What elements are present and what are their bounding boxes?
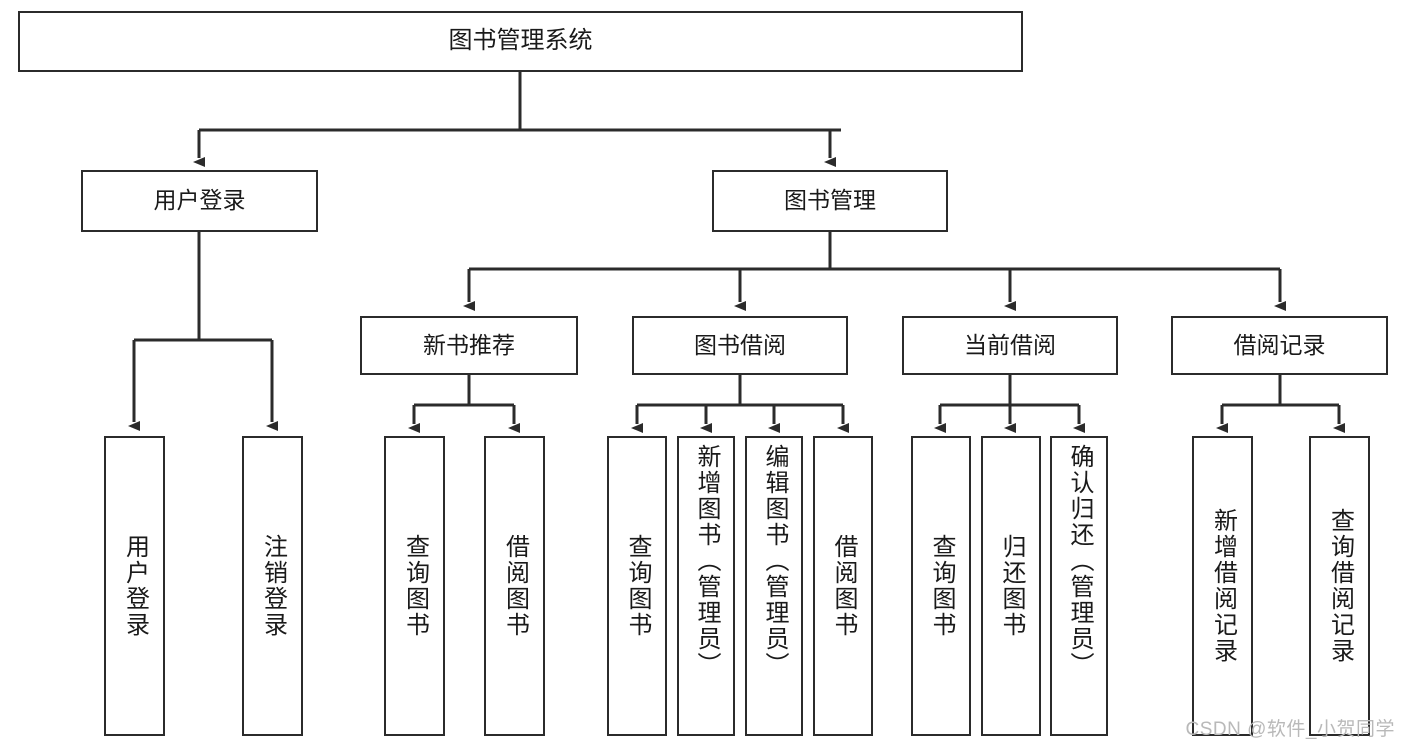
node-current-borrow[interactable]: 当前借阅 <box>902 316 1118 375</box>
node-borrow-record[interactable]: 借阅记录 <box>1171 316 1388 375</box>
node-leaf-user-login[interactable]: 用户登录 <box>104 436 165 736</box>
node-leaf-confirm-return-admin-label: 确认归还（管理员） <box>1066 444 1093 678</box>
node-leaf-query-book-recommend-label: 查询图书 <box>401 534 429 638</box>
watermark-text: CSDN @软件_小贺同学 <box>1185 719 1395 740</box>
node-leaf-borrow-book-recommend-label: 借阅图书 <box>501 534 529 638</box>
node-leaf-query-book-recommend[interactable]: 查询图书 <box>384 436 445 736</box>
node-root-system-label: 图书管理系统 <box>448 27 593 55</box>
node-book-borrow-label: 图书借阅 <box>694 331 786 358</box>
node-leaf-query-borrow-record-label: 查询借阅记录 <box>1326 508 1354 664</box>
node-leaf-logout[interactable]: 注销登录 <box>242 436 303 736</box>
node-leaf-query-book-borrow-label: 查询图书 <box>624 534 651 638</box>
node-new-book-recommend-label: 新书推荐 <box>423 331 515 358</box>
node-leaf-add-book-admin[interactable]: 新增图书（管理员） <box>677 436 735 736</box>
node-leaf-return-book-label: 归还图书 <box>998 534 1025 638</box>
node-leaf-query-borrow-record[interactable]: 查询借阅记录 <box>1309 436 1370 736</box>
node-leaf-borrow-book-label: 借阅图书 <box>830 534 857 638</box>
node-leaf-query-book-current[interactable]: 查询图书 <box>911 436 971 736</box>
node-leaf-add-borrow-record-label: 新增借阅记录 <box>1209 508 1237 664</box>
node-book-borrow[interactable]: 图书借阅 <box>632 316 848 375</box>
node-root-system[interactable]: 图书管理系统 <box>18 11 1023 72</box>
node-leaf-edit-book-admin[interactable]: 编辑图书（管理员） <box>745 436 803 736</box>
node-leaf-confirm-return-admin[interactable]: 确认归还（管理员） <box>1050 436 1108 736</box>
node-leaf-add-borrow-record[interactable]: 新增借阅记录 <box>1192 436 1253 736</box>
node-leaf-logout-label: 注销登录 <box>259 534 287 638</box>
node-current-borrow-label: 当前借阅 <box>964 331 1056 358</box>
node-leaf-borrow-book[interactable]: 借阅图书 <box>813 436 873 736</box>
node-leaf-query-book-borrow[interactable]: 查询图书 <box>607 436 667 736</box>
node-leaf-add-book-admin-label: 新增图书（管理员） <box>693 444 720 678</box>
node-book-management[interactable]: 图书管理 <box>712 170 948 232</box>
node-leaf-borrow-book-recommend[interactable]: 借阅图书 <box>484 436 545 736</box>
node-user-login[interactable]: 用户登录 <box>81 170 318 232</box>
node-new-book-recommend[interactable]: 新书推荐 <box>360 316 578 375</box>
node-book-management-label: 图书管理 <box>784 187 876 214</box>
node-borrow-record-label: 借阅记录 <box>1233 331 1326 358</box>
node-leaf-query-book-current-label: 查询图书 <box>928 534 955 638</box>
node-leaf-return-book[interactable]: 归还图书 <box>981 436 1041 736</box>
node-leaf-user-login-label: 用户登录 <box>121 534 149 638</box>
node-leaf-edit-book-admin-label: 编辑图书（管理员） <box>761 444 788 678</box>
node-user-login-label: 用户登录 <box>153 187 246 214</box>
